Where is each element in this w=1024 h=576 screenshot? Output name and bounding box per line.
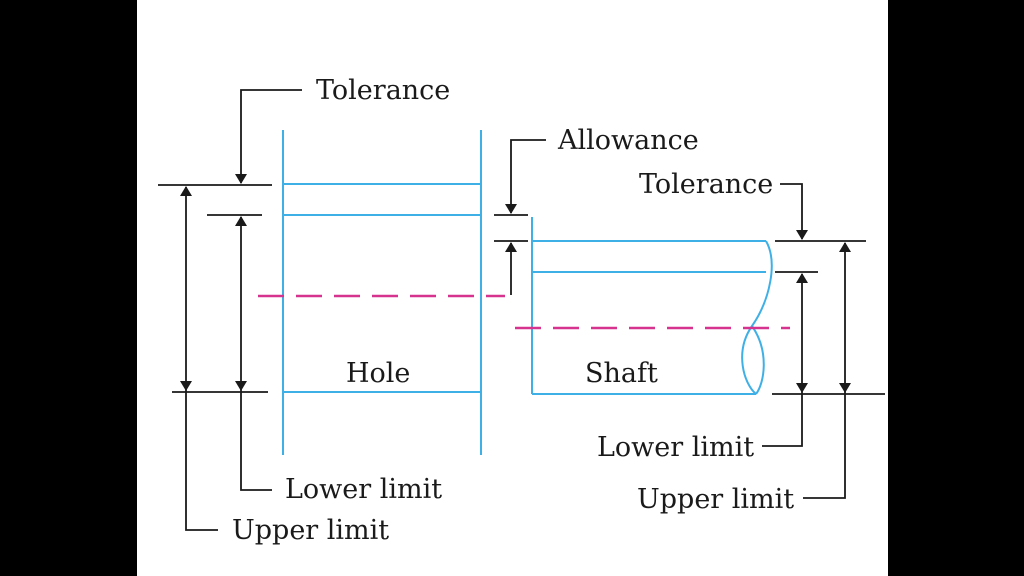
allowance-label: Allowance [557, 125, 699, 156]
shaft-lower-limit-label: Lower limit [597, 432, 754, 463]
shaft-upper-limit-label: Upper limit [637, 484, 794, 515]
shaft-label: Shaft [585, 358, 658, 389]
hole-label: Hole [346, 358, 410, 389]
hole-dimensions [158, 89, 302, 531]
hole-upper-limit-leader [185, 390, 218, 531]
hole-drawing [282, 130, 482, 455]
hole-tolerance-label: Tolerance [316, 75, 450, 106]
hole-tolerance-leader [235, 89, 302, 184]
allowance-dimension [494, 139, 546, 295]
hole-lower-limit-label: Lower limit [285, 474, 442, 505]
shaft-drawing [531, 217, 773, 395]
shaft-tolerance-label: Tolerance [639, 169, 773, 200]
shaft-lower-limit-leader [762, 392, 803, 447]
shaft-break-line [741, 240, 773, 395]
shaft-tolerance-leader [780, 183, 808, 240]
hole-upper-limit-label: Upper limit [232, 515, 389, 546]
shaft-upper-limit-leader [803, 392, 846, 499]
shaft-dimensions [762, 183, 885, 499]
hole-lower-limit-leader [240, 390, 272, 491]
diagram-panel [137, 0, 888, 576]
